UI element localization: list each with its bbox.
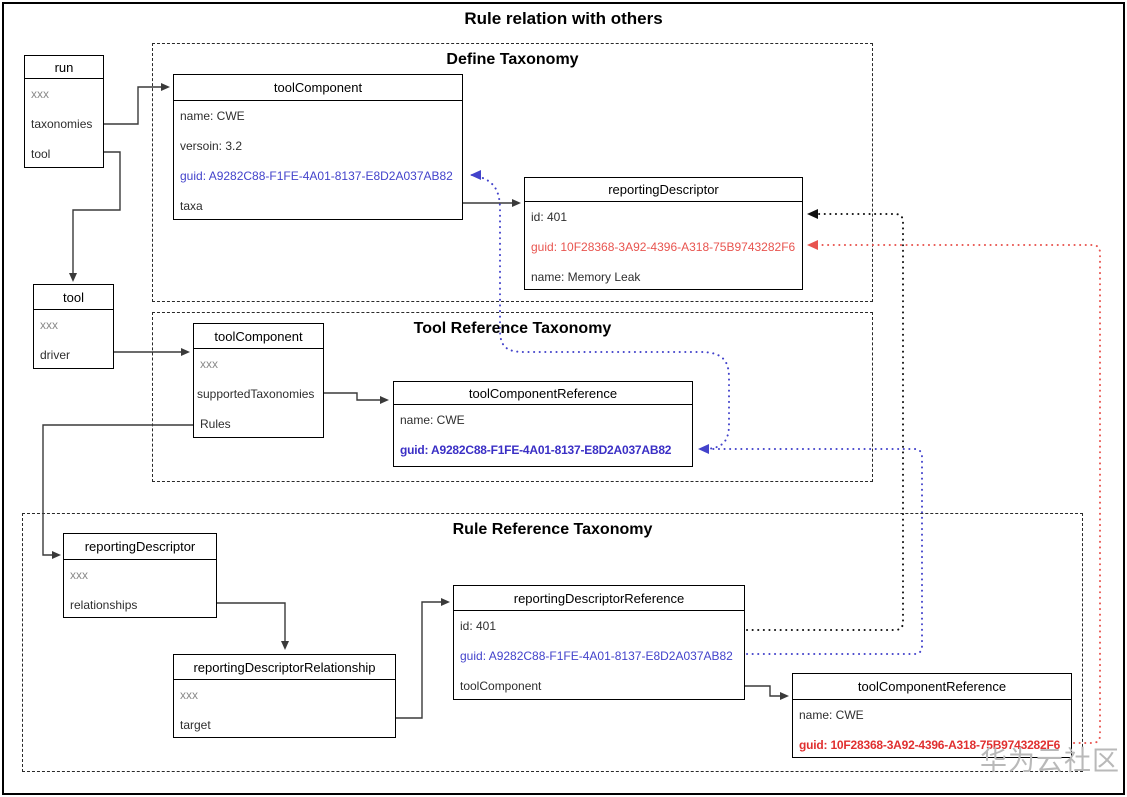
entity-field: xxx [70,568,88,582]
box-reportingdescriptor-define: reportingDescriptor id: 401 guid: 10F283… [524,177,803,290]
arrow-run-tool-to-tool [72,151,121,277]
box-title: reportingDescriptorReference [454,586,744,611]
box-tool: tool xxx driver [33,284,114,369]
entity-field: name: CWE [799,708,864,722]
region-title: Tool Reference Taxonomy [413,320,612,337]
arrow-run-taxonomies-to-toolcomponent [104,86,166,125]
region-title: Define Taxonomy [446,51,579,68]
diagram-title: Rule relation with others [464,9,663,28]
entity-field: xxx [180,688,198,702]
box-title: tool [34,285,113,310]
box-title: reportingDescriptor [525,178,802,202]
box-toolcomponentreference-toolref: toolComponentReference name: CWE guid: A… [393,381,693,467]
entity-field: target [180,718,211,732]
entity-field: Rules [200,417,231,431]
arrow-target-to-reportingdescriptorreference [396,601,446,719]
entity-field-guid: guid: 10F28368-3A92-4396-A318-75B9743282… [799,738,1061,752]
box-reportingdescriptorrelationship: reportingDescriptorRelationship xxx targ… [173,654,396,738]
dotted-link-guid-toolcomponent-curve [471,174,730,450]
watermark: 华为云社区 [980,746,1120,776]
entity-field: taxa [180,199,203,213]
entity-field: name: CWE [400,413,465,427]
entity-field: name: CWE [180,109,245,123]
box-title: toolComponent [174,75,462,101]
entity-field: name: Memory Leak [531,270,641,284]
entity-field: id: 401 [531,210,568,224]
entity-field: xxx [200,357,218,371]
region-rule-reference-taxonomy: Rule Reference Taxonomy [22,513,1083,772]
box-title: toolComponentReference [793,674,1071,700]
dotted-link-id [746,213,904,631]
entity-field: relationships [70,598,138,612]
box-toolcomponent-define: toolComponent name: CWE versoin: 3.2 gui… [173,74,463,220]
arrow-toolcomponent-to-toolcomponentreference [745,685,785,697]
box-title: toolComponentReference [394,382,692,405]
box-toolcomponentreference-ruleref: toolComponentReference name: CWE guid: 1… [792,673,1072,758]
box-title: toolComponent [194,324,323,349]
box-toolcomponent-toolref: toolComponent xxx supportedTaxonomies Ru… [193,323,324,438]
region-tool-reference-taxonomy: Tool Reference Taxonomy [152,312,873,482]
entity-field: taxonomies [31,117,93,131]
entity-field: id: 401 [460,619,497,633]
entity-field: tool [31,147,51,161]
dotted-link-guid-red [811,244,1101,744]
entity-field: versoin: 3.2 [180,139,243,153]
arrow-rules-to-reportingdescriptor [42,424,193,556]
arrow-relationships-to-relationship [217,602,286,645]
box-reportingdescriptorreference: reportingDescriptorReference id: 401 gui… [453,585,745,700]
entity-field: driver [40,348,71,362]
box-reportingdescriptor-ruleref: reportingDescriptor xxx relationships [63,533,217,618]
region-define-taxonomy: Define Taxonomy [152,43,873,302]
entity-field: supportedTaxonomies [197,387,315,401]
box-title: reportingDescriptorRelationship [174,655,395,680]
entity-field-guid: guid: A9282C88-F1FE-4A01-8137-E8D2A037AB… [460,649,733,663]
box-run: run xxx taxonomies tool [24,55,104,168]
region-title: Rule Reference Taxonomy [452,521,653,538]
entity-field-guid: guid: A9282C88-F1FE-4A01-8137-E8D2A037AB… [180,169,453,183]
entity-field: xxx [31,87,49,101]
entity-field: xxx [40,318,58,332]
entity-field-guid: guid: A9282C88-F1FE-4A01-8137-E8D2A037AB… [400,443,672,457]
dotted-link-guid-reportingdescriptorreference [701,448,923,655]
box-title: reportingDescriptor [64,534,216,560]
entity-field: toolComponent [460,679,542,693]
entity-field-guid: guid: 10F28368-3A92-4396-A318-75B9743282… [531,240,796,254]
arrow-supportedtaxonomies-to-toolcomponentreference [324,392,385,401]
box-title: run [25,56,103,79]
